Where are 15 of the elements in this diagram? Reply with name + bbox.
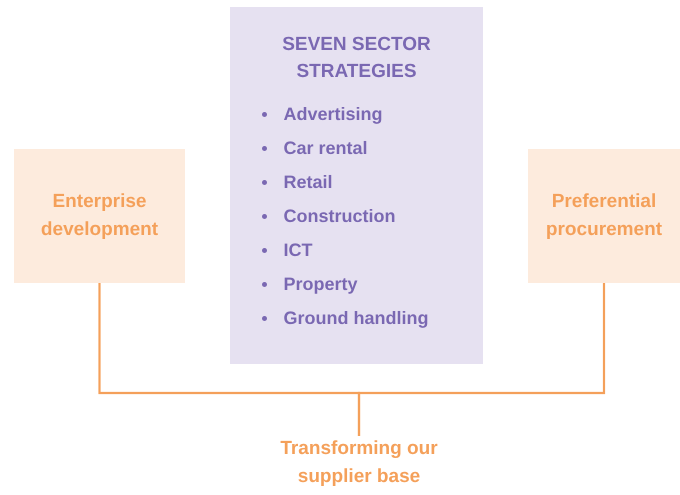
connector-line bbox=[358, 283, 606, 436]
box-label: Preferential procurement bbox=[544, 190, 664, 242]
process-box bbox=[528, 149, 680, 283]
list-item: Construction bbox=[284, 205, 396, 227]
list-item: Advertising bbox=[284, 103, 383, 125]
list-item: Car rental bbox=[284, 137, 368, 159]
box-label: Enterprise development bbox=[40, 190, 160, 242]
outcome-label: Transforming our supplier base bbox=[239, 435, 479, 491]
process-box bbox=[14, 149, 185, 283]
list-item: Retail bbox=[284, 171, 333, 193]
list-item: Ground handling bbox=[284, 307, 428, 329]
list-item: ICT bbox=[284, 239, 312, 261]
panel bbox=[230, 7, 483, 364]
heading: SEVEN SECTOR STRATEGIES bbox=[281, 33, 432, 84]
list-item: Property bbox=[284, 273, 358, 295]
